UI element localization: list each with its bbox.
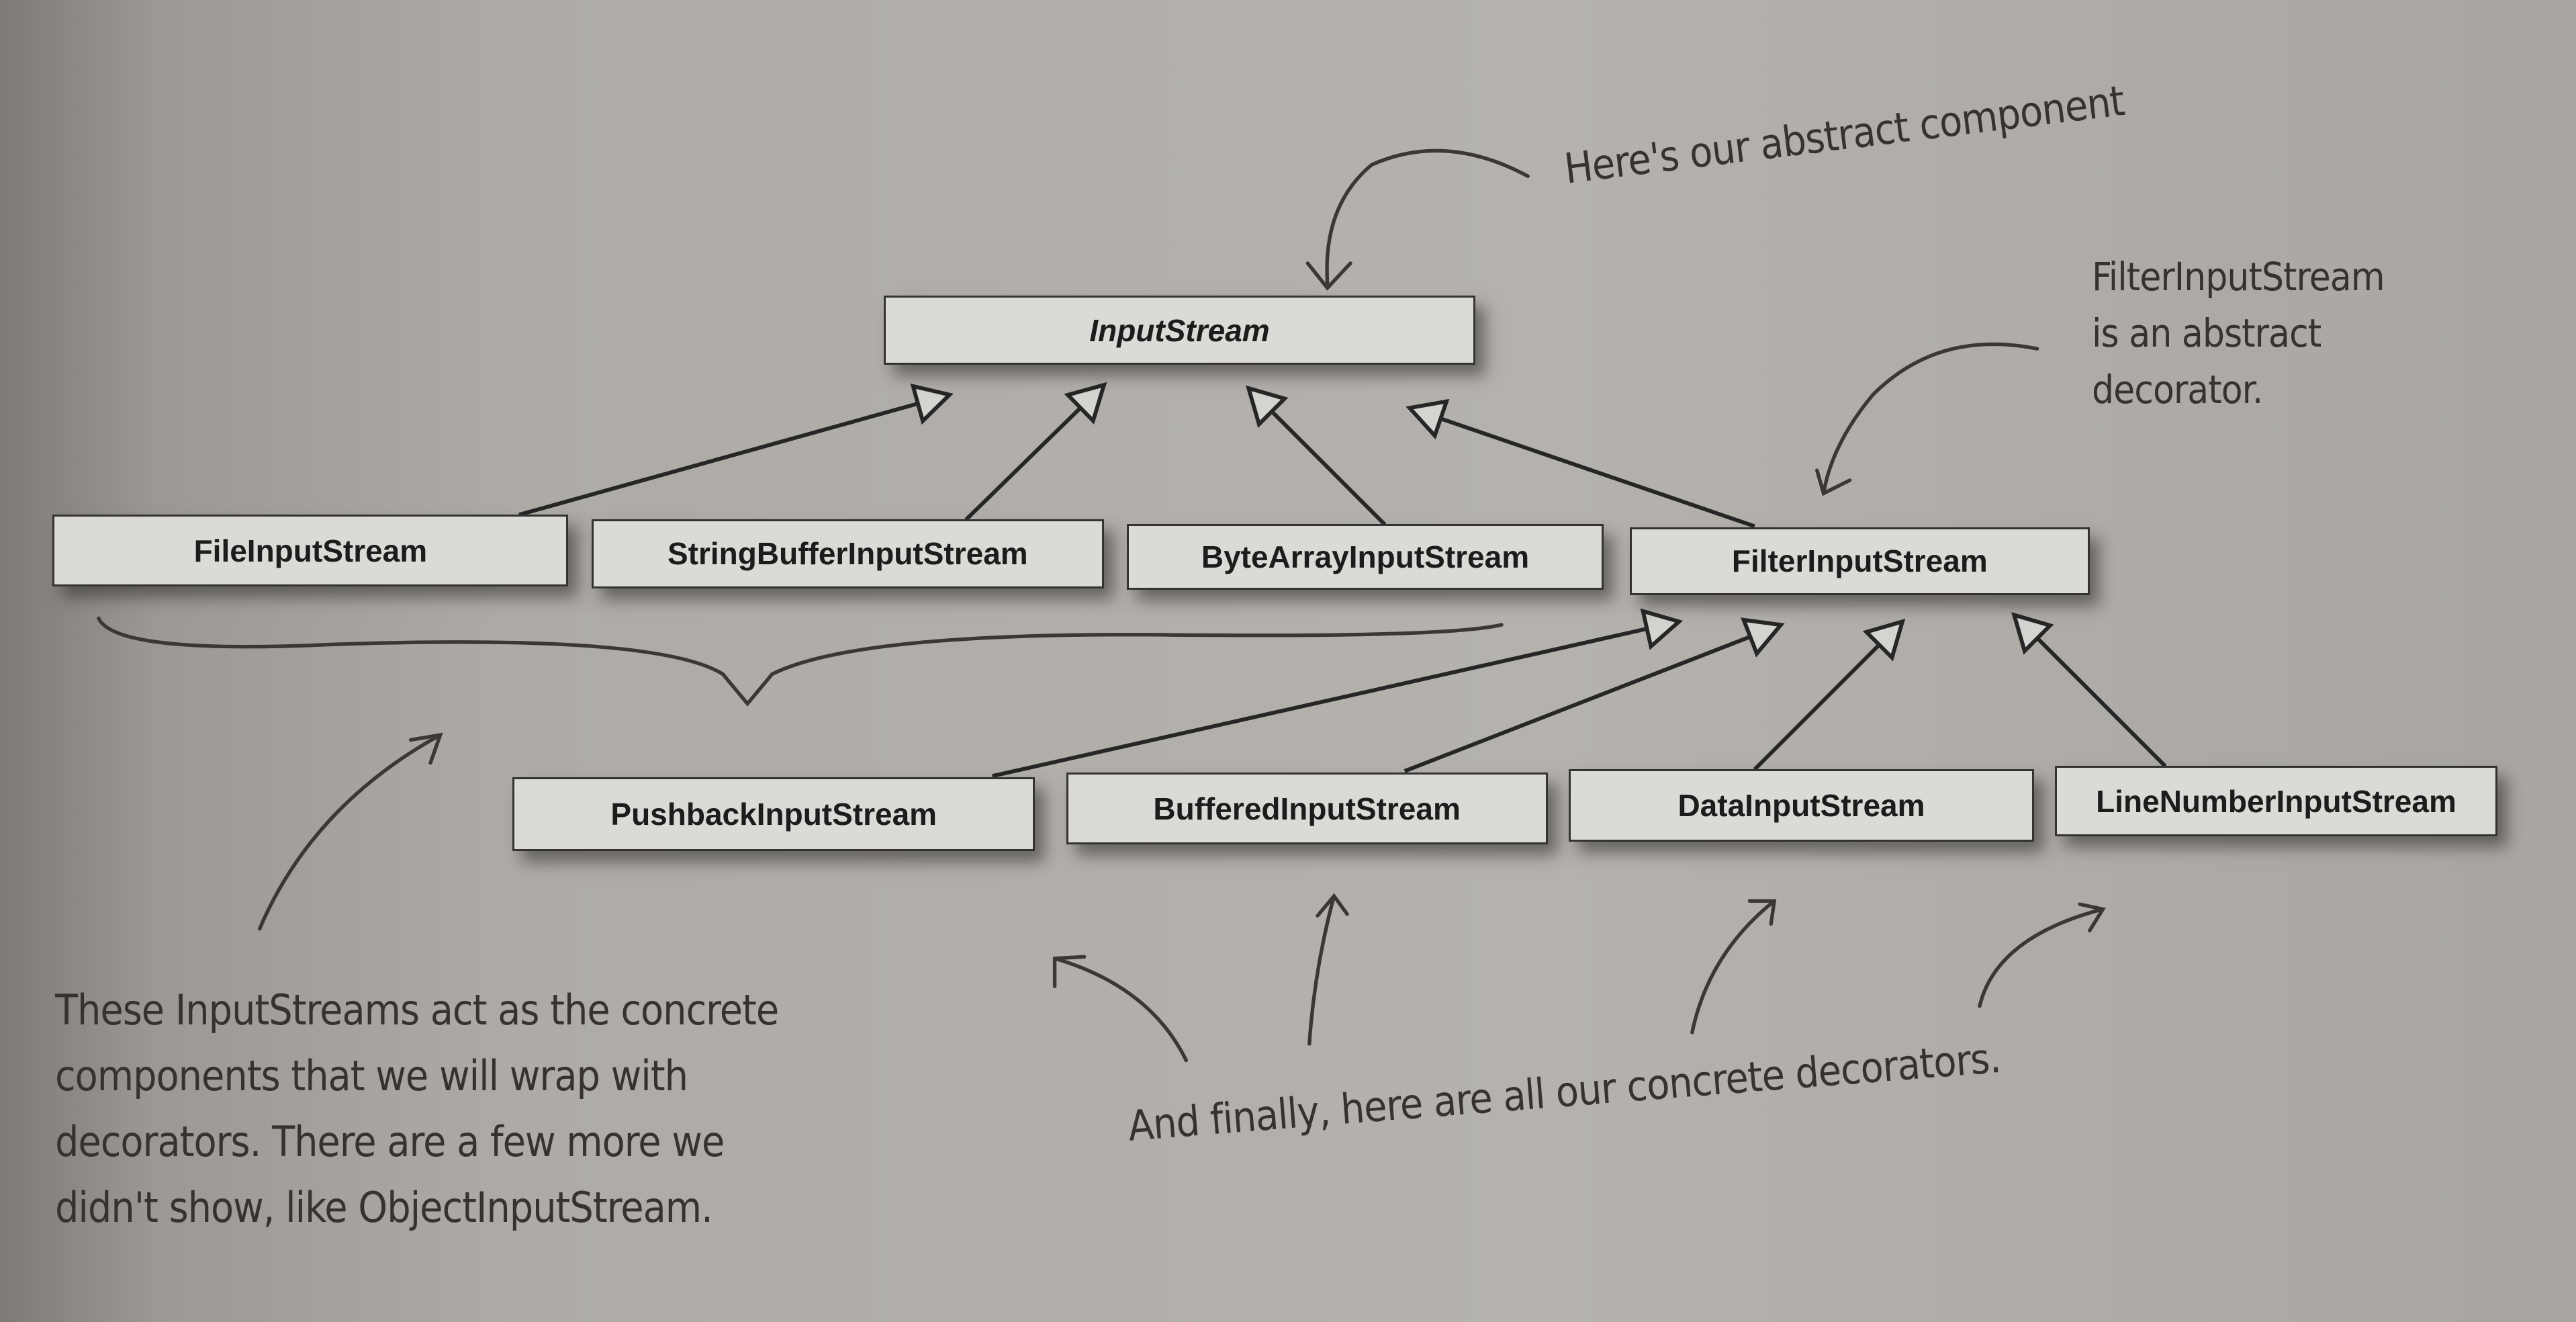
class-box-stringbufferinputstream: StringBufferInputStream bbox=[591, 519, 1104, 588]
class-box-bufferedinputstream: BufferedInputStream bbox=[1066, 772, 1548, 845]
arrow-abstract-decorator bbox=[1821, 342, 2039, 496]
class-box-fileinputstream: FileInputStream bbox=[52, 514, 569, 587]
annotation-line: FilterInputStream bbox=[2092, 254, 2385, 300]
class-box-linenumberinputstream: LineNumberInputStream bbox=[2055, 766, 2497, 837]
inheritance-arrowhead-icon bbox=[2011, 612, 2054, 655]
inheritance-line bbox=[2035, 637, 2167, 768]
annotation-line: didn't show, like ObjectInputStream. bbox=[55, 1183, 713, 1232]
annotation-concrete-components: These InputStreams act as the concrete c… bbox=[55, 977, 779, 1241]
annotation-line: is an abstract bbox=[2092, 310, 2321, 356]
inheritance-arrowhead-icon bbox=[1741, 617, 1785, 658]
inheritance-line bbox=[1404, 635, 1751, 773]
annotation-line: decorator. bbox=[2092, 367, 2263, 412]
curly-brace bbox=[97, 616, 1504, 707]
arrow-decorator-buffered bbox=[1307, 893, 1349, 1046]
inheritance-arrowhead-icon bbox=[1064, 382, 1107, 425]
inheritance-arrowhead-icon bbox=[1862, 618, 1906, 662]
arrow-abstract-component bbox=[1325, 148, 1530, 285]
inheritance-line bbox=[518, 401, 919, 517]
inheritance-arrowhead-icon bbox=[910, 383, 954, 425]
class-box-datainputstream: DataInputStream bbox=[1569, 768, 2034, 842]
arrowhead-icon bbox=[1305, 261, 1352, 291]
arrow-decorator-pushback bbox=[1052, 955, 1189, 1063]
inheritance-line bbox=[1440, 416, 1755, 529]
inheritance-line bbox=[991, 627, 1648, 779]
annotation-abstract-decorator: FilterInputStream is an abstract decorat… bbox=[2092, 249, 2385, 418]
inheritance-arrowhead-icon bbox=[1245, 385, 1289, 429]
inheritance-arrowhead-icon bbox=[1406, 398, 1450, 440]
arrow-decorator-data bbox=[1690, 899, 1777, 1034]
annotation-line: These InputStreams act as the concrete bbox=[55, 985, 779, 1034]
annotation-line: components that we will wrap with bbox=[55, 1051, 688, 1100]
arrow-decorator-linenumber bbox=[1978, 902, 2106, 1008]
class-box-filterinputstream: FilterInputStream bbox=[1629, 527, 2090, 595]
inheritance-line bbox=[1753, 643, 1881, 771]
arrow-concrete-components bbox=[257, 732, 443, 931]
inheritance-line bbox=[1270, 410, 1387, 527]
inheritance-arrowhead-icon bbox=[1640, 608, 1684, 650]
class-box-pushbackinputstream: PushbackInputStream bbox=[512, 777, 1036, 852]
class-box-inputstream: InputStream bbox=[884, 296, 1475, 365]
inheritance-line bbox=[964, 406, 1083, 521]
arrowhead-icon bbox=[1815, 468, 1852, 496]
annotation-line: decorators. There are a few more we bbox=[55, 1117, 725, 1166]
class-box-bytearrayinputstream: ByteArrayInputStream bbox=[1127, 524, 1604, 590]
